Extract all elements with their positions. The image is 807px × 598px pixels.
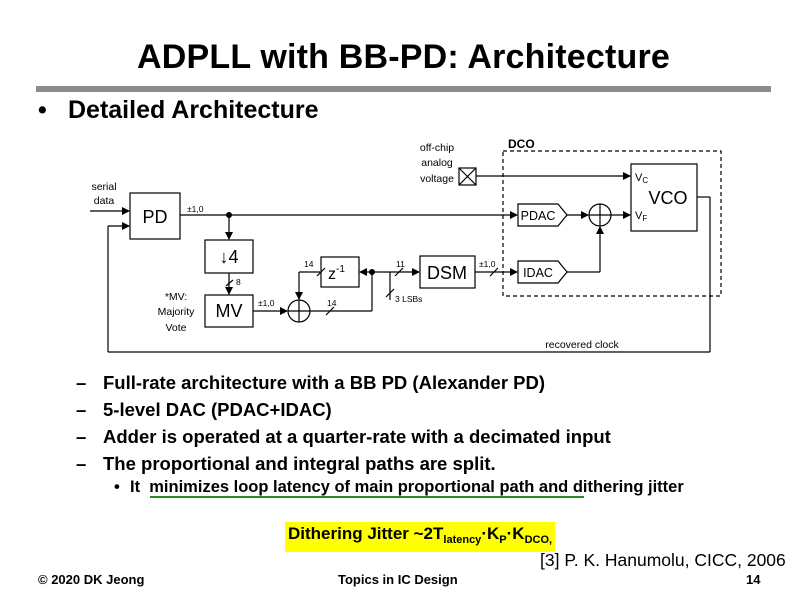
slide-title: ADPLL with BB-PD: Architecture <box>136 38 671 76</box>
mv-note-2: Majority <box>158 306 196 318</box>
pdac-block <box>517 203 568 227</box>
bus-14-bottom-label: 14 <box>327 298 337 308</box>
junction-pd <box>226 212 232 218</box>
vc-label: VC <box>635 172 648 185</box>
sub-bullet-3: –Adder is operated at a quarter-rate wit… <box>76 426 611 447</box>
delay-label: z-1 <box>328 264 345 283</box>
dco-label: DCO <box>508 137 535 151</box>
emphasis-underline <box>150 496 584 498</box>
recovered-clock-label: recovered clock <box>545 339 619 351</box>
pd-block <box>129 192 181 240</box>
junction-adder <box>369 269 375 275</box>
idac-block <box>517 260 568 284</box>
idac-label: IDAC <box>523 266 553 280</box>
sub-bullet-1: –Full-rate architecture with a BB PD (Al… <box>76 372 546 393</box>
main-bullet-text: Detailed Architecture <box>68 96 319 124</box>
dsm-label: DSM <box>427 263 467 283</box>
pd-label: PD <box>142 207 167 227</box>
mv-out-label: ±1,0 <box>258 298 275 308</box>
serial-label-2: data <box>94 195 115 207</box>
bus-14-top-label: 14 <box>304 259 314 269</box>
title-divider <box>36 86 771 92</box>
mv-label: MV <box>216 301 243 321</box>
lsbs-label: 3 LSBs <box>395 294 422 304</box>
dec-out-label: 8 <box>236 277 241 287</box>
vco-label: VCO <box>648 188 687 208</box>
vf-label: VF <box>635 210 647 223</box>
mv-note-1: *MV: <box>165 291 187 303</box>
bullet-dot: • <box>38 96 47 124</box>
serial-label-1: serial <box>91 181 116 193</box>
dco-boundary <box>502 150 722 297</box>
pdac-label: PDAC <box>521 209 556 223</box>
decimator-label: ↓4 <box>219 247 238 267</box>
footer-page-number: 14 <box>746 572 761 587</box>
bus-11-label: 11 <box>396 259 405 269</box>
mv-note-3: Vote <box>165 322 186 334</box>
dithering-formula: Dithering Jitter ~2Tlatency·KP·KDCO, <box>285 522 556 552</box>
sub-bullet-2: –5-level DAC (PDAC+IDAC) <box>76 399 332 420</box>
offchip-label-3: voltage <box>420 173 454 185</box>
main-bullet: • Detailed Architecture <box>38 96 319 125</box>
sub-bullet-4: –The proportional and integral paths are… <box>76 453 496 474</box>
offchip-label-1: off-chip <box>420 142 454 154</box>
dsm-out-label: ±1,0 <box>479 259 496 269</box>
reference-citation: [3] P. K. Hanumolu, CICC, 2006 <box>540 550 786 570</box>
footer-copyright: © 2020 DK Jeong <box>38 572 145 587</box>
offchip-label-2: analog <box>421 157 453 169</box>
sub-sub-bullet: •It minimizes loop latency of main propo… <box>114 478 684 496</box>
footer-course: Topics in IC Design <box>338 572 458 587</box>
pd-out-label: ±1,0 <box>187 204 204 214</box>
